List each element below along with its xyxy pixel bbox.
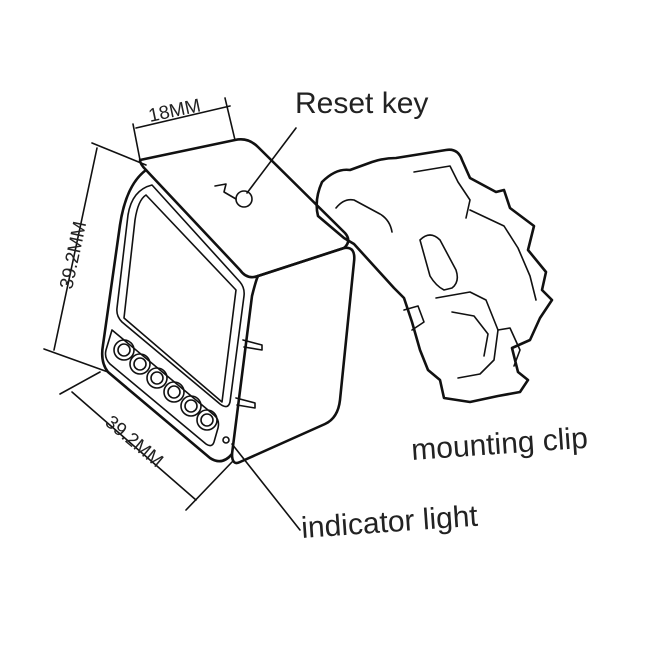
indicator-light-3 bbox=[146, 367, 168, 389]
indicator-light-6 bbox=[196, 409, 218, 431]
device-body bbox=[100, 138, 356, 465]
button-row bbox=[113, 339, 230, 444]
indicator-light-4 bbox=[163, 381, 185, 403]
reset-key-label: Reset key bbox=[295, 87, 428, 120]
mounting-clip-label: mounting clip bbox=[410, 422, 589, 467]
leader-lines bbox=[231, 127, 301, 531]
reset-key-icon bbox=[214, 183, 253, 208]
indicator-light-inner-2 bbox=[133, 357, 147, 371]
indicator-light-inner-5 bbox=[184, 399, 198, 413]
height-dimension: 39.2MM bbox=[56, 220, 91, 292]
dimension-lines bbox=[43, 97, 236, 511]
indicator-light-label: indicator light bbox=[300, 500, 479, 545]
indicator-light-dot bbox=[222, 436, 230, 444]
indicator-light-1 bbox=[113, 339, 135, 361]
mounting-clip bbox=[315, 148, 554, 404]
indicator-light-inner-4 bbox=[167, 385, 181, 399]
indicator-light-2 bbox=[129, 353, 151, 375]
indicator-light-inner-1 bbox=[117, 343, 131, 357]
depth-dimension: 39.2MM bbox=[101, 412, 167, 472]
indicator-light-inner-3 bbox=[150, 371, 164, 385]
indicator-light-inner-6 bbox=[200, 413, 214, 427]
indicator-light-5 bbox=[180, 395, 202, 417]
width-dimension: 18MM bbox=[147, 95, 203, 127]
